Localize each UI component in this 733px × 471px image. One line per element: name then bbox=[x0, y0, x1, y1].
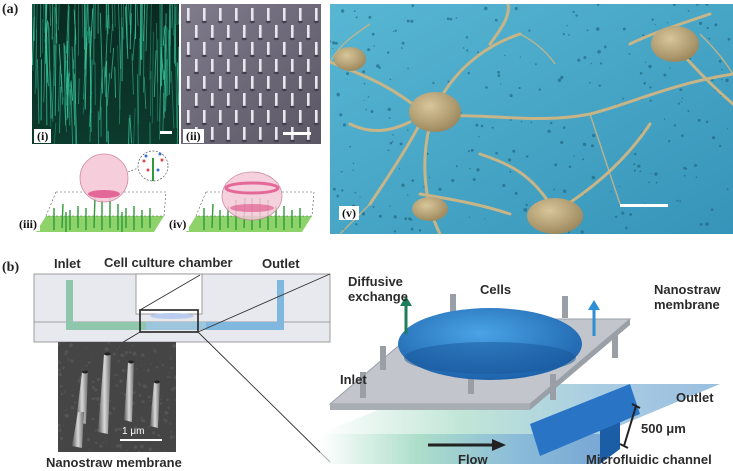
cells-label: Cells bbox=[480, 282, 512, 297]
panel-a-label: (a) bbox=[2, 2, 19, 17]
diffusive-label-line1: Diffusive bbox=[348, 274, 403, 289]
diffusive-label-line2: exchange bbox=[348, 289, 408, 304]
nanostraw-label-line1: Nanostraw bbox=[654, 282, 721, 297]
scale-bar-ii bbox=[283, 132, 311, 135]
scale-1um-label: 1 μm bbox=[122, 426, 145, 437]
sem-nanostraw-inset-image: 1 μm bbox=[58, 342, 176, 452]
subpanel-ii-label: (ii) bbox=[183, 129, 204, 143]
subpanel-iii-label: (iii) bbox=[16, 217, 40, 231]
nanostraw-membrane-caption: Nanostraw membrane bbox=[46, 455, 182, 470]
scale-500um-label: 500 μm bbox=[641, 421, 686, 436]
scale-bar-v bbox=[620, 204, 668, 207]
cell-engulfing-nanowires-schematic bbox=[182, 148, 322, 235]
inlet-3d-label: Inlet bbox=[340, 372, 367, 387]
scale-bar-i bbox=[160, 131, 172, 134]
nanostraw-label-line2: membrane bbox=[654, 297, 720, 312]
microfluidic-channel-label: Microfluidic channel bbox=[586, 452, 712, 467]
flow-label: Flow bbox=[458, 452, 488, 467]
device-3d-drawing bbox=[320, 294, 720, 464]
outlet-3d-label: Outlet bbox=[676, 390, 714, 405]
subpanel-iv-label: (iv) bbox=[166, 217, 190, 231]
subpanel-v-label: (v) bbox=[339, 206, 359, 220]
sem-nanowire-forest-image bbox=[32, 4, 179, 144]
subpanel-i-label: (i) bbox=[34, 129, 52, 143]
cell-on-nanowires-schematic bbox=[32, 148, 177, 235]
nanowire-forest-drawing bbox=[32, 4, 179, 144]
outlet-top-label: Outlet bbox=[262, 256, 300, 271]
inlet-top-label: Inlet bbox=[54, 256, 81, 271]
panel-b-label: (b) bbox=[2, 260, 20, 275]
cell-culture-chamber-label: Cell culture chamber bbox=[104, 255, 233, 270]
sem-neurons-image bbox=[330, 4, 733, 234]
